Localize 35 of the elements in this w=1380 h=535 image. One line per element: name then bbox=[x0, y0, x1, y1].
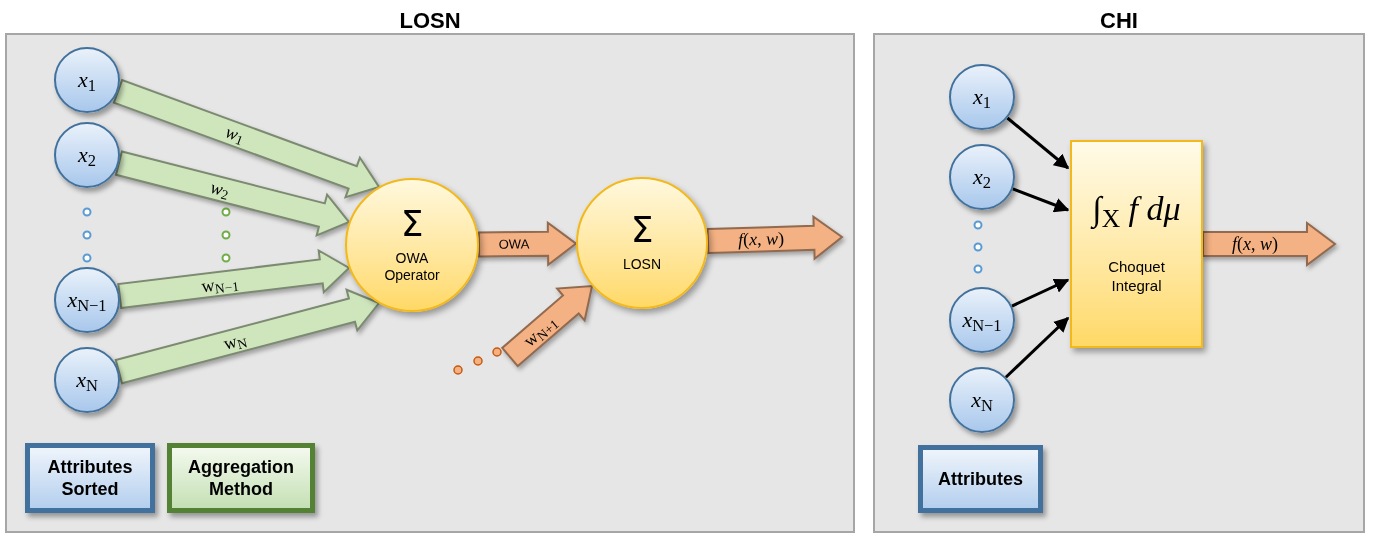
variable-label: x$_{1}$ bbox=[78, 69, 96, 91]
block-arrow bbox=[706, 214, 844, 261]
edge-label: OWA bbox=[498, 237, 529, 251]
variable-label: x$_{2}$ bbox=[78, 144, 96, 166]
block-arrow bbox=[114, 150, 351, 238]
block-arrow bbox=[112, 78, 381, 199]
panel-title: CHI bbox=[1099, 7, 1139, 35]
block-arrow bbox=[477, 220, 578, 267]
arrow bbox=[1011, 278, 1070, 308]
block-arrow bbox=[117, 248, 351, 309]
edge-label: f(x, w) bbox=[1232, 235, 1278, 253]
block-arrow bbox=[114, 288, 381, 385]
edge-label: f(x, w) bbox=[737, 229, 785, 250]
panel-title: LOSN bbox=[398, 7, 462, 35]
integral-formula: ∫$_{X}$ f dμ bbox=[1092, 192, 1181, 227]
arrow bbox=[1006, 116, 1070, 170]
node-caption: Choquet Integral bbox=[1107, 258, 1166, 296]
block-arrow bbox=[500, 285, 594, 368]
variable-label: x$_{1}$ bbox=[973, 86, 991, 108]
arrow bbox=[1012, 187, 1070, 213]
edge-label: w$_{N−1}$ bbox=[200, 273, 240, 295]
arrow bbox=[1004, 316, 1070, 379]
box-label: Attributes bbox=[938, 467, 1023, 491]
variable-label: x$_{2}$ bbox=[973, 166, 991, 188]
box-label: Attributes Sorted bbox=[46, 455, 134, 501]
variable-label: x$_{N−1}$ bbox=[67, 289, 107, 311]
sigma-symbol: Σ bbox=[630, 212, 654, 249]
sigma-symbol: Σ bbox=[400, 205, 424, 242]
block-arrow bbox=[1202, 221, 1337, 267]
variable-label: x$_{N}$ bbox=[971, 389, 993, 411]
node-caption: OWA Operator bbox=[383, 249, 441, 285]
box-label: Aggregation Method bbox=[187, 455, 295, 501]
node-caption: LOSN bbox=[621, 256, 663, 274]
variable-label: x$_{N−1}$ bbox=[962, 309, 1002, 331]
variable-label: x$_{N}$ bbox=[76, 369, 98, 391]
